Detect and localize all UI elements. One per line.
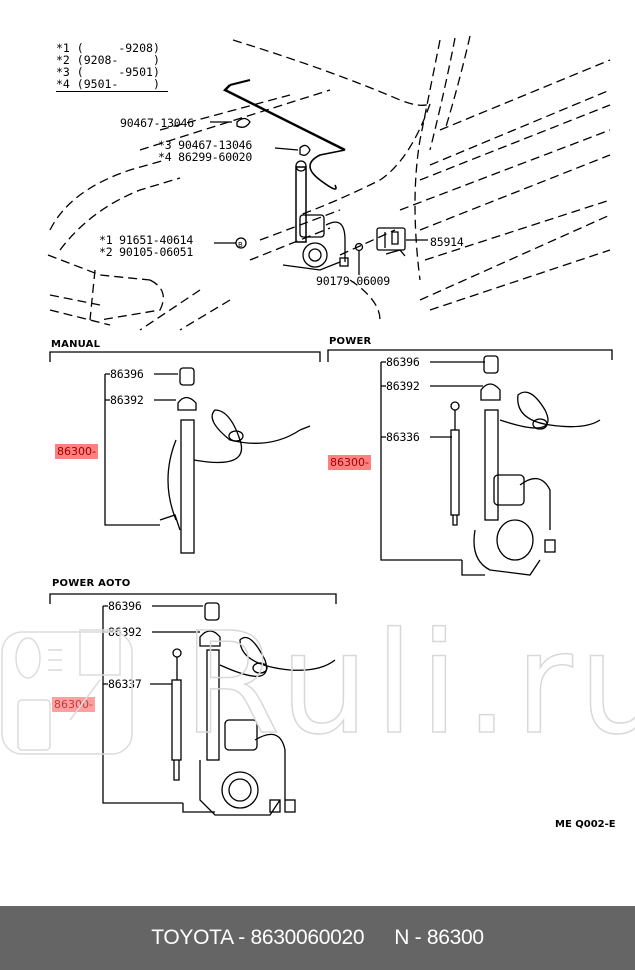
svg-text:B: B bbox=[238, 241, 243, 249]
legend-mark: *2 bbox=[56, 53, 70, 67]
callout-bolt-star1[interactable]: *1 91651-40614 bbox=[99, 233, 194, 247]
highlighted-assembly-86300[interactable]: 86300- bbox=[328, 455, 371, 470]
assembly-number: 86300 bbox=[57, 445, 92, 458]
legend-range: ( -9208) bbox=[76, 41, 160, 55]
parts-diagram: B bbox=[1, 35, 635, 830]
legend-range: (9208- ) bbox=[76, 53, 160, 67]
part-label-86396[interactable]: 86396 bbox=[110, 367, 144, 381]
part-label-86336[interactable]: 86336 bbox=[386, 430, 420, 444]
highlighted-assembly-86300[interactable]: 86300- bbox=[55, 444, 98, 459]
legend-row: *4 (9501- ) bbox=[56, 78, 168, 90]
part-label-86392[interactable]: 86392 bbox=[108, 625, 142, 639]
footer-brand-part-number: TOYOTA - 8630060020 bbox=[151, 926, 365, 949]
footer-diagram-number: N - 86300 bbox=[394, 926, 484, 949]
callout-relay-85914[interactable]: 85914 bbox=[430, 235, 464, 249]
part-label-86337[interactable]: 86337 bbox=[108, 677, 142, 691]
legend-mark: *3 bbox=[56, 65, 70, 79]
assembly-number: 86300 bbox=[54, 698, 89, 711]
highlighted-assembly-86300[interactable]: 86300- bbox=[52, 697, 95, 712]
legend-range: (9501- ) bbox=[76, 77, 160, 91]
legend-row: *1 ( -9208) bbox=[56, 42, 168, 54]
diagram-code: ME Q002-E bbox=[555, 819, 616, 830]
part-label-86392[interactable]: 86392 bbox=[110, 393, 144, 407]
legend-range: ( -9501) bbox=[76, 65, 160, 79]
legend-underline bbox=[56, 91, 168, 92]
callout-nut-90179-06009[interactable]: 90179-06009 bbox=[316, 274, 390, 288]
part-label-86392[interactable]: 86392 bbox=[386, 379, 420, 393]
callout-clip-star3[interactable]: *3 90467-13046 bbox=[158, 138, 253, 152]
footer-bar: TOYOTA - 8630060020 N - 86300 bbox=[0, 906, 635, 970]
legend-mark: *1 bbox=[56, 41, 70, 55]
callout-clip-star4[interactable]: *4 86299-60020 bbox=[158, 150, 253, 164]
callout-bolt-star2[interactable]: *2 90105-06051 bbox=[99, 245, 194, 259]
diagram-line-art: B bbox=[47, 35, 613, 816]
callout-clip-90467-13046[interactable]: 90467-13046 bbox=[120, 116, 194, 130]
section-title-manual: MANUAL bbox=[51, 339, 101, 350]
section-title-power: POWER bbox=[329, 336, 372, 347]
part-label-86396[interactable]: 86396 bbox=[386, 355, 420, 369]
legend-row: *2 (9208- ) bbox=[56, 54, 168, 66]
assembly-number: 86300 bbox=[330, 456, 365, 469]
legend-row: *3 ( -9501) bbox=[56, 66, 168, 78]
part-label-86396[interactable]: 86396 bbox=[108, 599, 142, 613]
section-title-power-auto: POWER AOTO bbox=[52, 578, 131, 589]
legend: *1 ( -9208) *2 (9208- ) *3 ( -9501) *4 (… bbox=[56, 42, 168, 92]
legend-mark: *4 bbox=[56, 77, 70, 91]
